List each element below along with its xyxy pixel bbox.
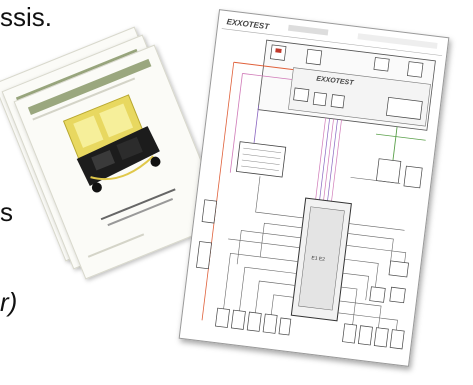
body-text-fragment-bottom: r) [0,287,18,317]
schematic-brand-label: EXXOTEST [226,17,271,31]
wiring-schematic-sheet: EXXOTEST EXXOTEST [178,9,450,367]
brochure-text-line [87,233,145,258]
trainer-bench-photo [62,94,161,193]
body-text-fragment-top: ssis. [0,2,52,32]
svg-text:E1 E2: E1 E2 [311,255,325,263]
wiring-schematic-drawing: EXXOTEST EXXOTEST [196,17,443,350]
brochure-page-front [13,44,227,280]
body-text-fragment-middle: s [0,197,13,227]
schematic-module-brand-label: EXXOTEST [316,75,355,87]
